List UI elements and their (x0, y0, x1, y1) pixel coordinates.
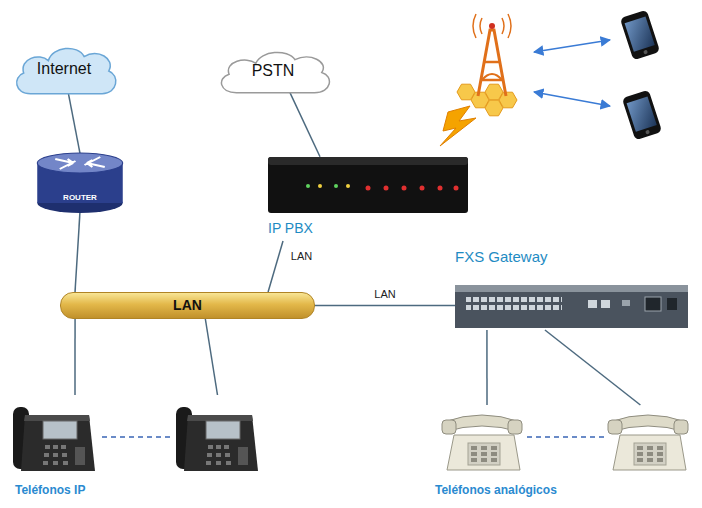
ip-pbx-device (384, 186, 389, 191)
cell-tower-icon (473, 14, 476, 38)
analog-phone-icons (527, 436, 604, 438)
network-link (315, 305, 455, 307)
network-link (290, 93, 320, 157)
fxs-gateway-device (455, 285, 688, 328)
wireless-bolt (440, 106, 476, 146)
node-heading: Teléfonos analógicos (435, 483, 557, 497)
mobile-phone-icons (620, 10, 662, 140)
ip-pbx-device (334, 184, 338, 188)
network-link (486, 330, 488, 405)
router-icon (55, 157, 105, 169)
wireless-link-arrows (534, 92, 610, 106)
wireless-bolt (440, 106, 476, 146)
ip-pbx-device (268, 157, 468, 213)
mobile-phone-icons (620, 10, 660, 60)
fxs-gateway-device (645, 297, 661, 311)
ip-phone-icons (176, 407, 258, 471)
node-heading: FXS Gateway (455, 248, 548, 266)
cell-tower-icon (480, 18, 482, 34)
ip-phone-icons (13, 407, 95, 471)
node-label: Internet (37, 59, 91, 78)
network-link (75, 211, 80, 292)
cell-tower-icon (457, 14, 517, 116)
cell-tower-icon (484, 61, 500, 64)
ip-pbx-device (306, 184, 310, 188)
phone-group: Teléfonos analógicos (435, 405, 695, 503)
fxs-gateway-device (455, 285, 688, 292)
gateway-device: FXS Gateway (455, 248, 688, 330)
network-link (74, 319, 76, 395)
fxs-gateway-device (588, 300, 597, 308)
fxs-gateway-device (667, 298, 677, 310)
node-label: PSTN (252, 61, 295, 80)
cell-tower-icon (481, 79, 503, 82)
fxs-gateway-device (601, 300, 610, 308)
ip-pbx-device (268, 157, 468, 213)
link-label: LAN (289, 250, 314, 263)
cloud-node: Internet (8, 40, 120, 102)
ip-pbx-device (402, 186, 407, 191)
cell-tower-icon (482, 74, 502, 80)
pbx-device: IP PBX (268, 155, 468, 241)
wireless-link-arrows (534, 40, 610, 52)
ip-pbx-device (366, 186, 371, 191)
ip-phone-icons (13, 407, 258, 471)
cell-tower-icon (502, 18, 504, 34)
ip-pbx-device (346, 184, 350, 188)
cloud-outline (17, 48, 116, 93)
cell-tower-icon (457, 84, 475, 100)
cell-tower-icon (478, 30, 506, 96)
lan-band: LAN (60, 292, 315, 319)
node-heading: Teléfonos IP (15, 483, 85, 497)
cell-tower-icon (508, 14, 511, 38)
ip-pbx-device (268, 157, 468, 165)
ip-pbx-device (454, 186, 459, 191)
ip-pbx-device (438, 186, 443, 191)
node-label: LAN (173, 297, 202, 314)
network-link (205, 319, 217, 395)
router-icon (35, 148, 125, 214)
ip-phone-icons (102, 436, 172, 438)
wireless-link-arrows (534, 40, 610, 106)
fxs-gateway-device (466, 296, 562, 312)
cloud-node: PSTN (212, 45, 334, 100)
network-link (268, 241, 283, 292)
fxs-gateway-device (455, 285, 688, 328)
network-link (545, 330, 640, 405)
phone-group: Teléfonos IP (15, 395, 265, 503)
analog-phone-icons (608, 415, 688, 470)
ip-pbx-device (420, 186, 425, 191)
router-icon: ROUTER (35, 148, 125, 214)
router-icon (37, 153, 123, 173)
analog-phone-icons (442, 415, 522, 470)
node-heading: IP PBX (268, 220, 313, 237)
cell-tower-icon (485, 100, 503, 116)
network-link (68, 94, 80, 153)
cell-tower-icon (489, 23, 495, 29)
analog-phone-icons (442, 415, 688, 470)
link-label: LAN (372, 288, 397, 301)
cloud-outline (221, 52, 329, 92)
ip-pbx-device (318, 184, 322, 188)
fxs-gateway-device (622, 300, 630, 306)
mobile-phone-icons (622, 90, 662, 140)
node-label: ROUTER (35, 193, 125, 203)
